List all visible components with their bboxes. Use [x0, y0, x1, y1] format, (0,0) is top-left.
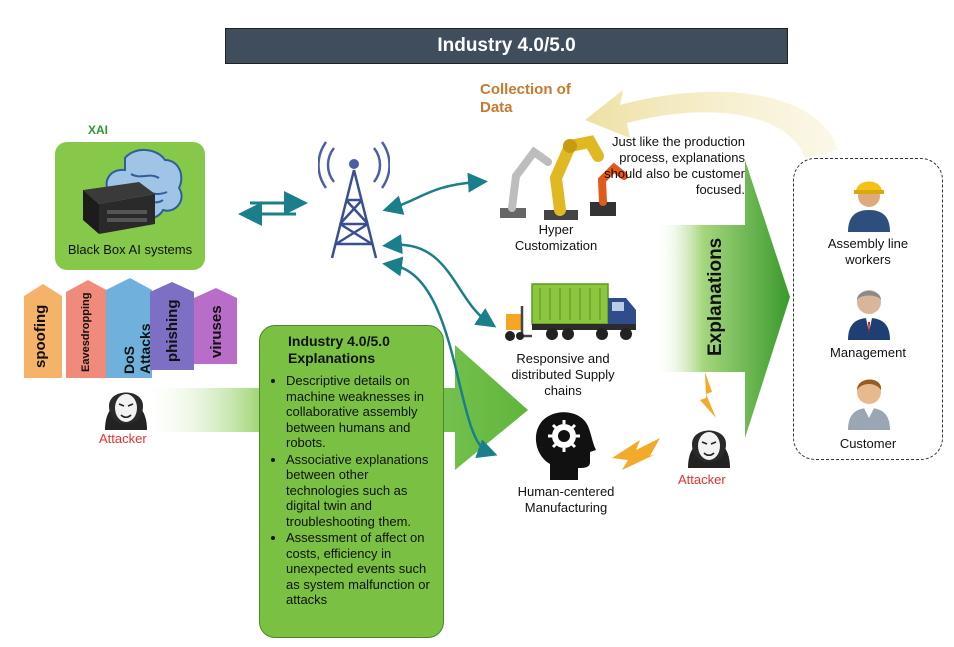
hacker-mask-icon: [105, 392, 147, 430]
customer-focus-note: Just like the production process, explan…: [604, 134, 745, 197]
explanations-panel: Industry 4.0/5.0 Explanations Descriptiv…: [259, 325, 444, 638]
attacker-left-label: Attacker: [99, 431, 147, 446]
collection-of-data-label: Collection of Data: [480, 81, 571, 116]
hacker-mask-icon-right: [688, 430, 730, 468]
collection-arrow: [585, 90, 838, 158]
stakeholder-management-label: Management: [830, 345, 906, 360]
attack-types-group: spoofing Eavesdropping DoS Attacks phish…: [22, 278, 247, 378]
explanations-panel-title: Industry 4.0/5.0 Explanations: [288, 333, 390, 366]
stakeholder-customer-label: Customer: [839, 436, 897, 451]
supply-truck-icon: [505, 283, 636, 341]
attack-tab-viruses: viruses: [208, 305, 225, 358]
black-box-ai-panel: Black Box AI systems: [55, 142, 205, 270]
industrial-robots-icon: [500, 135, 628, 220]
explanation-item: Descriptive details on machine weaknesse…: [286, 373, 437, 451]
attack-bolt-up-icon: [700, 372, 716, 418]
attack-tab-spoofing: spoofing: [32, 304, 49, 368]
attack-tab-eavesdropping: Eavesdropping: [80, 292, 92, 372]
attack-bolt-icon: [612, 438, 660, 470]
black-box-label: Black Box AI systems: [67, 242, 193, 257]
ai-brain-server-icon: [83, 149, 183, 234]
manager-icon: [848, 290, 890, 340]
human-gear-head-icon: [535, 412, 596, 480]
attacker-right-label: Attacker: [678, 472, 726, 487]
explanation-item: Assessment of affect on costs, efficienc…: [286, 530, 437, 608]
human-centered-label: Human-centered Manufacturing: [517, 484, 615, 515]
explanation-item: Associative explanations between other t…: [286, 452, 437, 530]
stakeholder-assembly-label: Assembly line workers: [827, 236, 909, 267]
attack-tab-phishing: phishing: [164, 299, 181, 363]
explanations-arrow: [655, 160, 790, 438]
attack-tab-dos: DoS Attacks: [121, 323, 153, 374]
customer-icon: [848, 379, 890, 430]
supply-chains-label: Responsive and distributed Supply chains: [511, 351, 615, 398]
hyper-customization-label: Hyper Customization: [514, 222, 598, 253]
xai-label: XAI: [88, 123, 109, 137]
explanations-arrow-label: Explanations: [705, 237, 726, 357]
worker-hardhat-icon: [848, 181, 890, 232]
explanations-list: Descriptive details on machine weaknesse…: [270, 373, 437, 608]
stakeholders-panel: [793, 158, 943, 460]
page-title: Industry 4.0/5.0: [225, 28, 788, 64]
antenna-tower-icon: [318, 141, 390, 259]
